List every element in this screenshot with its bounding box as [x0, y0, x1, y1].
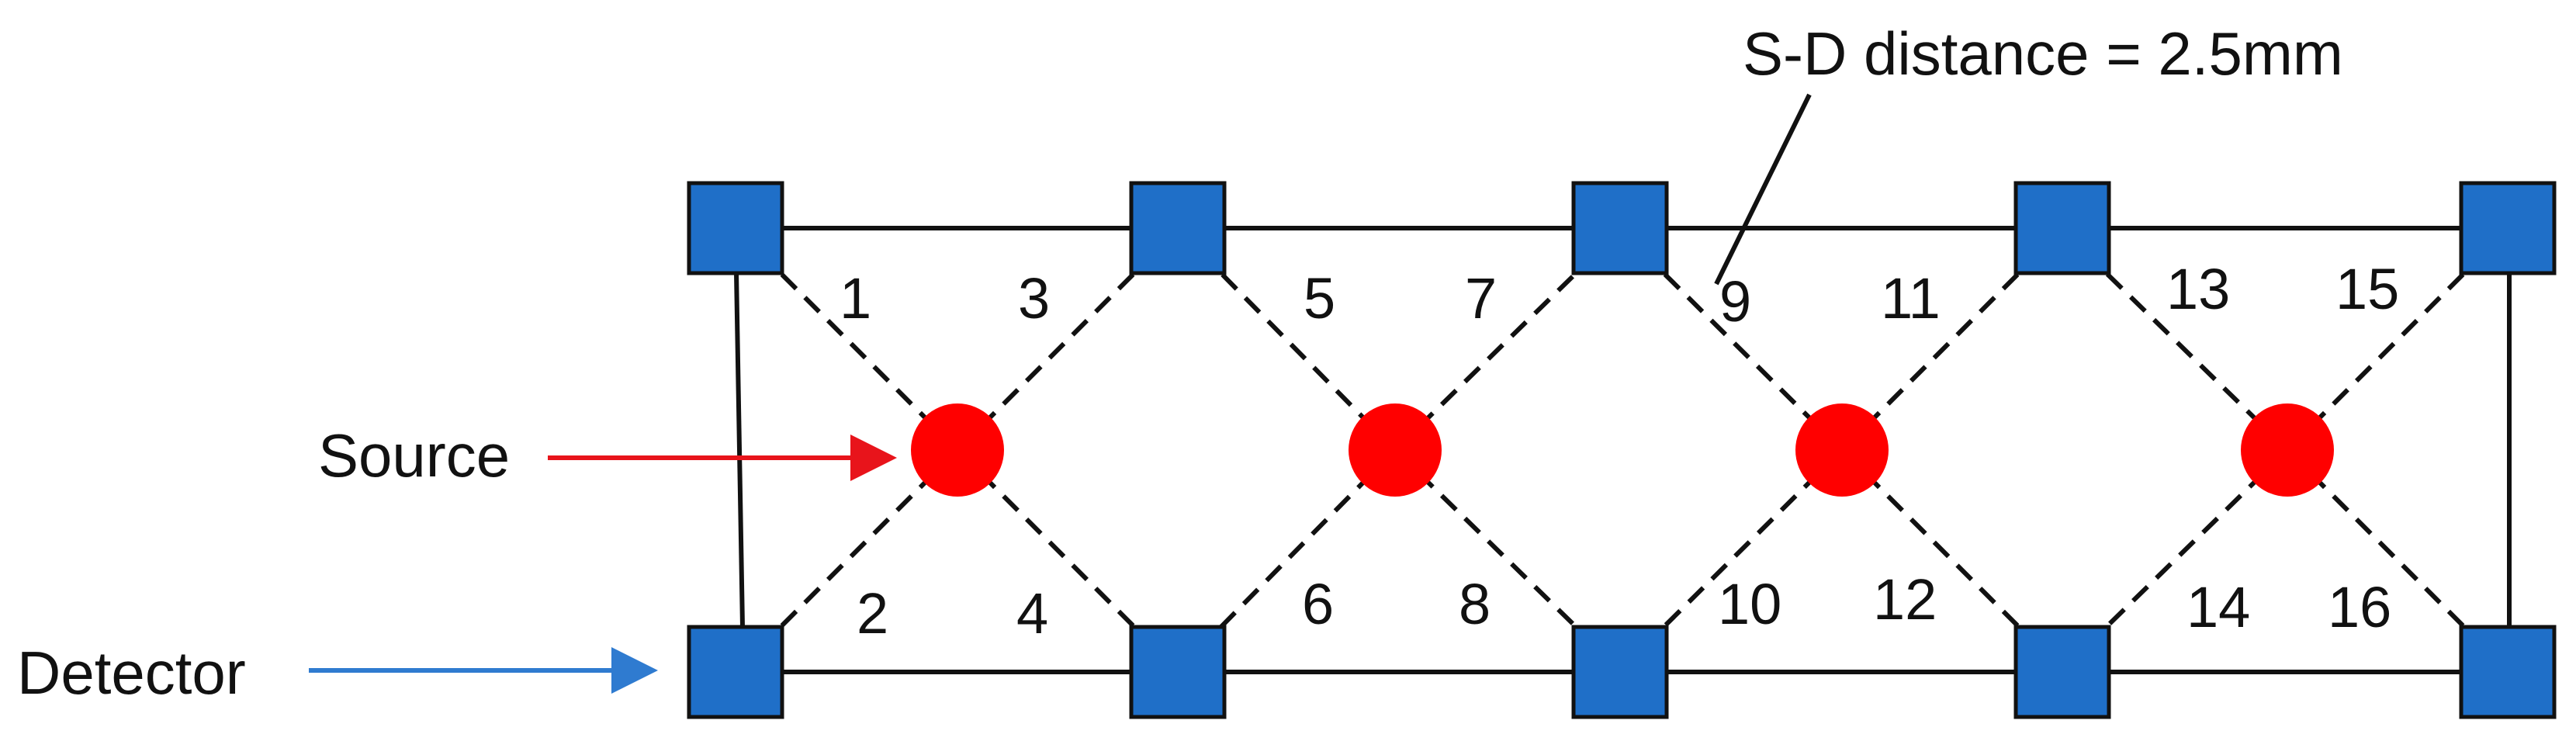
source-dot — [1795, 403, 1889, 497]
detector-square — [1129, 625, 1227, 719]
channel-line-3 — [955, 249, 1158, 452]
detector-row-top — [687, 181, 2557, 275]
channel-label-13: 13 — [2166, 257, 2230, 321]
channel-labels: 1 2 3 4 5 6 7 8 9 10 11 12 13 14 15 16 — [840, 257, 2399, 646]
channel-line-2 — [757, 448, 960, 651]
channel-label-8: 8 — [1459, 572, 1491, 636]
channel-label-4: 4 — [1016, 581, 1048, 646]
channel-line-16 — [2285, 448, 2488, 651]
detector-square — [687, 181, 784, 275]
channel-line-8 — [1393, 448, 1601, 651]
channel-label-12: 12 — [1873, 567, 1937, 632]
left-frame-line — [733, 227, 746, 673]
channel-label-15: 15 — [2335, 257, 2399, 321]
detector-square — [2013, 625, 2111, 719]
detector-square — [2459, 625, 2557, 719]
channel-label-14: 14 — [2186, 575, 2250, 639]
channel-label-7: 7 — [1465, 266, 1497, 331]
channel-label-2: 2 — [857, 581, 888, 646]
channel-label-9: 9 — [1719, 269, 1751, 334]
channel-label-6: 6 — [1302, 572, 1334, 636]
source-label: Source — [318, 421, 510, 490]
channel-line-9 — [1639, 249, 1844, 452]
detector-square — [2013, 181, 2111, 275]
channel-line-11 — [1840, 249, 2043, 452]
channel-line-1 — [757, 249, 960, 452]
detector-square — [2459, 181, 2557, 275]
channel-line-12 — [1840, 448, 2043, 651]
channel-line-7 — [1393, 249, 1601, 452]
channel-label-5: 5 — [1304, 266, 1335, 331]
sd-distance-annotation: S-D distance = 2.5mm — [1743, 19, 2343, 88]
channel-label-10: 10 — [1718, 572, 1781, 636]
detector-square — [1571, 181, 1669, 275]
source-row — [911, 403, 2334, 497]
detector-label: Detector — [17, 639, 246, 707]
channel-line-10 — [1639, 448, 1844, 651]
channel-label-1: 1 — [840, 266, 871, 331]
channel-line-15 — [2285, 249, 2488, 452]
source-dot — [1349, 403, 1442, 497]
detector-square — [1571, 625, 1669, 719]
channel-label-3: 3 — [1018, 266, 1050, 331]
annotation-leader-line — [1714, 93, 1812, 286]
source-dot — [2241, 403, 2334, 497]
channel-line-13 — [2082, 249, 2290, 452]
detector-square — [687, 625, 784, 719]
channel-label-16: 16 — [2328, 575, 2391, 639]
channel-label-11: 11 — [1881, 266, 1941, 331]
detector-square — [1129, 181, 1227, 275]
channel-lines — [757, 249, 2488, 651]
channel-line-14 — [2082, 448, 2290, 651]
detector-row-bottom — [687, 625, 2557, 719]
source-dot — [911, 403, 1004, 497]
channel-line-4 — [955, 448, 1158, 651]
